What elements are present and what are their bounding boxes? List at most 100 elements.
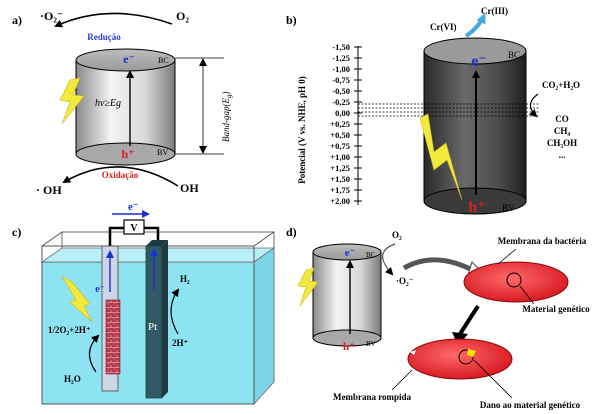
membrane-pointer bbox=[497, 248, 517, 265]
platinum-cathode-top bbox=[146, 240, 168, 246]
lightning-icon bbox=[297, 267, 319, 307]
potential-tick-label: +1,00 bbox=[330, 152, 350, 162]
bc-label: BC bbox=[366, 251, 376, 259]
genetic-material-pointer bbox=[519, 285, 535, 305]
potential-axis-title: Potencial (V vs. NHE, pH 0) bbox=[297, 76, 307, 184]
panel-c-label: c) bbox=[12, 225, 21, 239]
hole-label: h⁺ bbox=[343, 341, 355, 353]
electron-label: e⁻ bbox=[471, 53, 487, 70]
potential-tick-label: -1,25 bbox=[332, 53, 350, 63]
anode-reaction-label: 1/2O₂+2H⁺ bbox=[48, 325, 91, 335]
hydroxyl-radical-label: · OH bbox=[36, 183, 62, 197]
reduction-arrow bbox=[54, 12, 173, 28]
electron-label: e⁻ bbox=[123, 52, 135, 66]
co2-products-list: CO CH₄ CH₃OH... bbox=[547, 114, 577, 160]
genetic-damage-label: Dano ao material genético bbox=[480, 400, 581, 410]
oxygen-label: O₂ bbox=[392, 230, 402, 240]
co2-h2o-label: CO₂+H₂O bbox=[542, 80, 580, 90]
damaged-bacterium-cell bbox=[407, 338, 513, 380]
redox-potential-lines bbox=[358, 103, 540, 117]
attack-arrow-shaft bbox=[402, 257, 478, 275]
broken-membrane-pointer bbox=[391, 369, 413, 391]
platinum-cathode-side bbox=[162, 240, 168, 398]
bacterium-cell bbox=[463, 261, 569, 303]
potential-tick-label: -1,50 bbox=[332, 42, 350, 52]
potential-tick-label: +0,25 bbox=[330, 119, 350, 129]
conduction-band-cap bbox=[75, 48, 176, 72]
photoanode-electron-label: e⁻ bbox=[95, 284, 105, 295]
voltmeter-box bbox=[123, 219, 145, 235]
potential-tick-label: +1,25 bbox=[330, 163, 350, 173]
electron-label: e⁻ bbox=[345, 247, 356, 259]
chromium-reduction-arrow bbox=[464, 13, 486, 38]
panel-d: d) e⁻ BC h⁺ BV O₂ ·O₂⁻ Membrana da bacté… bbox=[286, 225, 590, 410]
potential-tick-label: +0,75 bbox=[330, 141, 350, 151]
semiconductor-cylinder-body bbox=[312, 251, 382, 339]
bc-label: BC bbox=[158, 56, 169, 65]
panel-c: c) V e⁻ e⁻ Pt 1/2O₂+2H⁺ H bbox=[12, 201, 276, 406]
co2-product-label: CH₄ bbox=[554, 126, 571, 136]
bv-label: BV bbox=[366, 340, 376, 348]
membrane-label: Membrana da bactéria bbox=[498, 236, 587, 246]
potential-tick-label: -0,25 bbox=[332, 97, 350, 107]
oxidation-label: Oxidação bbox=[102, 170, 139, 180]
membrane-rupture bbox=[410, 350, 416, 355]
co2-product-label: CH₃OH bbox=[547, 138, 577, 148]
photocatalyst-film bbox=[105, 299, 121, 375]
co2-product-label: ... bbox=[559, 150, 566, 160]
genetic-damage-pointer bbox=[473, 359, 513, 399]
potential-tick-label: +0,50 bbox=[330, 130, 350, 140]
oxygen-reduction-arrow bbox=[382, 243, 396, 276]
genetic-material-label: Material genético bbox=[522, 304, 590, 314]
potential-tick-label: 0,00 bbox=[335, 108, 350, 118]
bv-label: BV bbox=[157, 148, 168, 157]
anode-reaction-arrow bbox=[88, 334, 100, 373]
lightning-icon bbox=[419, 113, 463, 201]
photon-energy-label: hv≥Eg bbox=[95, 98, 121, 109]
hydrogen-label: H₂ bbox=[180, 274, 190, 284]
electron-flow-label: e⁻ bbox=[128, 201, 139, 213]
potential-tick-label: +1,75 bbox=[330, 185, 350, 195]
cr6-label: Cr(VI) bbox=[430, 22, 457, 32]
potential-tick-label: +2,00 bbox=[330, 196, 350, 206]
panel-b: b) Potencial (V vs. NHE, pH 0) -1,50-1,2… bbox=[286, 6, 580, 216]
broken-membrane-label: Membrana rompida bbox=[333, 392, 412, 402]
reduction-label: Redução bbox=[87, 32, 121, 42]
progression-arrow-shaft bbox=[458, 304, 480, 336]
hydroxide-label: OH bbox=[180, 181, 199, 195]
band-gap-arrow-top bbox=[199, 58, 207, 66]
co2-product-label: CO bbox=[555, 114, 569, 124]
potential-tick-label: -0,75 bbox=[332, 75, 350, 85]
superoxide-radical-label: ·O₂⁻ bbox=[40, 9, 63, 23]
genetic-material bbox=[506, 272, 522, 288]
panel-b-label: b) bbox=[286, 13, 297, 27]
co2-reduction-arrow bbox=[528, 93, 539, 118]
water-label: H₂O bbox=[64, 374, 81, 384]
semiconductor-cylinder-body bbox=[75, 59, 176, 155]
superoxide-radical-label: ·O₂⁻ bbox=[396, 276, 414, 286]
potential-tick-label: +1,50 bbox=[330, 174, 350, 184]
hole-label: h⁺ bbox=[121, 147, 134, 161]
tank-side-face bbox=[253, 247, 275, 406]
cathode-reaction-arrow bbox=[170, 288, 180, 335]
voltmeter-label: V bbox=[130, 223, 138, 234]
bv-label: BV bbox=[502, 203, 515, 213]
potential-ticks: -1,50-1,25-1,00-0,75-0,50-0,250,00+0,25+… bbox=[330, 42, 362, 206]
lightning-icon bbox=[59, 77, 85, 125]
lightning-icon bbox=[61, 275, 93, 323]
dna-damage-marker bbox=[467, 349, 476, 357]
bc-label: BC bbox=[508, 50, 520, 60]
panel-d-label: d) bbox=[286, 225, 297, 239]
proton-label: 2H⁺ bbox=[172, 338, 189, 348]
panel-a: a) ·O₂⁻ O₂ Redução e⁻ BC hv≥Eg h⁺ BV Ban… bbox=[12, 9, 233, 197]
conduction-band-cap bbox=[423, 37, 527, 65]
cr3-label: Cr(III) bbox=[481, 6, 508, 16]
band-gap-arrow-bottom bbox=[199, 146, 207, 154]
valence-band-cap bbox=[312, 329, 382, 347]
pt-label: Pt bbox=[148, 321, 157, 333]
band-gap-label: Band-gap(Eg) bbox=[221, 92, 233, 143]
potential-tick-label: -1,00 bbox=[332, 64, 350, 74]
panel-a-label: a) bbox=[12, 13, 22, 27]
